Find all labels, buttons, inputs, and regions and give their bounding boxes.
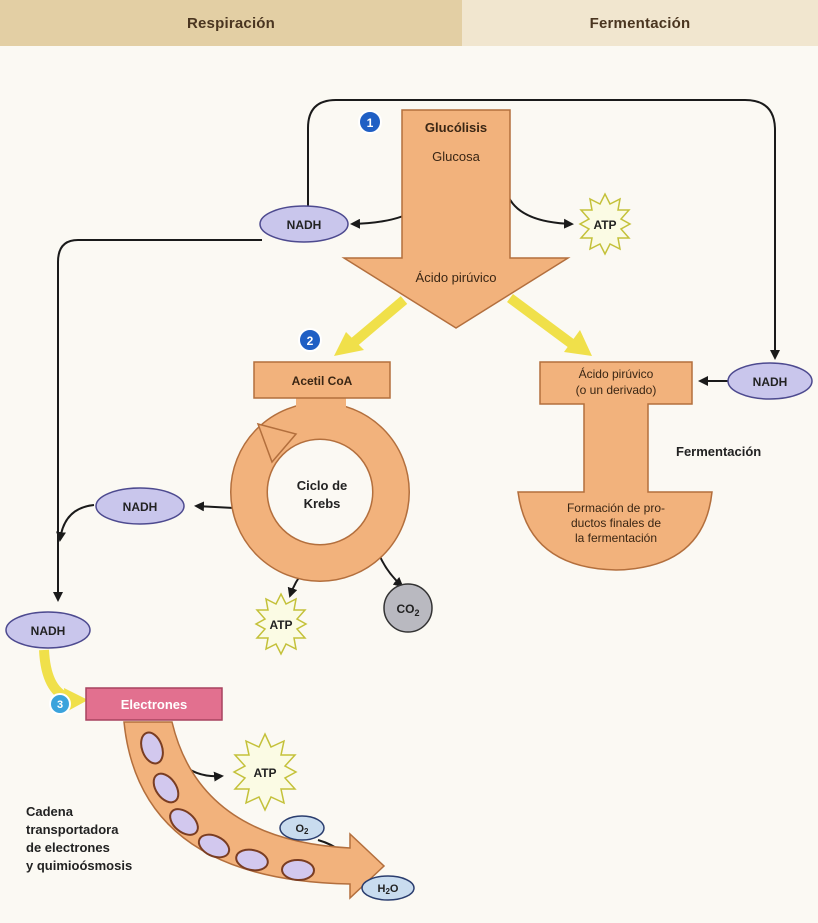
- header-fermentation-label: Fermentación: [589, 14, 691, 32]
- nadh-krebs: [95, 487, 185, 525]
- fermentation-products-line3: la fermentación: [575, 531, 657, 545]
- chain-label-line4: y quimioósmosis: [26, 858, 132, 873]
- o2-base: O: [295, 823, 304, 835]
- krebs-label-line1: Ciclo de: [297, 478, 348, 493]
- carrier-6: [281, 858, 315, 882]
- carrier-1: [140, 731, 164, 765]
- glycolysis-atp-arrow: [504, 184, 574, 229]
- fermentation-products-line2: ductos finales de: [571, 516, 661, 530]
- o2-ellipse: [279, 815, 325, 841]
- acetyl-coa-box: [253, 361, 391, 399]
- co2-label: CO2: [396, 602, 419, 618]
- yellow-arrow-acetyl: [334, 296, 408, 356]
- atp-burst-glycolysis: [578, 192, 632, 256]
- glycolysis-arrow: [341, 109, 571, 329]
- carrier-3: [169, 808, 199, 836]
- glycolysis-product: Ácido pirúvico: [416, 270, 497, 285]
- krebs-nadh-rail-arrow: [56, 504, 95, 542]
- nadh-fermentation-label: NADH: [753, 375, 788, 389]
- nadh-chain: [5, 611, 91, 649]
- yellow-arrow-fermentation: [507, 293, 592, 356]
- co2-base: CO: [396, 602, 414, 616]
- nadh-chain-label: NADH: [31, 624, 66, 638]
- fermentation-label: Fermentación: [676, 444, 761, 459]
- h2o-sub: 2: [385, 887, 390, 896]
- chain-label-line2: transportadora: [26, 822, 119, 837]
- glycolysis-substrate: Glucosa: [432, 149, 480, 164]
- acetyl-coa-label: Acetil CoA: [292, 374, 353, 388]
- krebs-cycle-arrowhead: [256, 422, 298, 464]
- atp-label-krebs: ATP: [269, 618, 292, 632]
- header-respiration-label: Respiración: [186, 14, 276, 32]
- atp-label-glycolysis: ATP: [593, 218, 616, 232]
- acetyl-coa-stem: [296, 396, 346, 430]
- chain-label-line1: Cadena: [26, 804, 74, 819]
- nadh-left-rail-line: [53, 239, 262, 602]
- nadh-glycolysis: [259, 205, 349, 243]
- header-fermentation: Fermentación: [462, 0, 818, 46]
- co2-circle: [383, 583, 433, 633]
- h2o-ellipse: [361, 875, 415, 901]
- o2-label: O2: [295, 823, 309, 836]
- step-1-number: 1: [367, 116, 374, 130]
- header: Respiración Fermentación: [0, 0, 818, 46]
- carrier-5: [235, 848, 269, 872]
- header-respiration: Respiración: [0, 0, 462, 46]
- o2-sub: 2: [304, 827, 309, 836]
- electrons-box: [85, 687, 223, 721]
- step-2-number: 2: [307, 334, 314, 348]
- electron-transport-band: [123, 721, 386, 900]
- krebs-label-line2: Krebs: [304, 496, 341, 511]
- glycolysis-title: Glucólisis: [425, 120, 487, 135]
- nadh-glycolysis-label: NADH: [287, 218, 322, 232]
- krebs-nadh-arrow: [194, 501, 235, 512]
- nadh-krebs-label: NADH: [123, 500, 158, 514]
- h2o-h: H: [378, 883, 386, 895]
- co2-sub: 2: [414, 608, 419, 618]
- h2o-label: H2O: [378, 883, 399, 896]
- fermentation-products-line1: Formación de pro-: [567, 501, 665, 515]
- atp-burst-chain: [232, 732, 298, 812]
- electrons-label: Electrones: [121, 697, 187, 712]
- fermentation-pyruvate-line1: Ácido pirúvico: [579, 366, 654, 381]
- step-3-badge: [49, 693, 71, 715]
- step-2-badge: [298, 328, 322, 352]
- step-1-badge: [358, 110, 382, 134]
- carrier-2: [152, 772, 180, 804]
- fermentation-arrow: [517, 361, 713, 571]
- fermentation-pyruvate-line2: (o un derivado): [576, 383, 657, 397]
- atp-burst-krebs: [254, 592, 308, 656]
- atp-label-chain: ATP: [253, 766, 276, 780]
- step-3-number: 3: [57, 699, 63, 711]
- nadh-fermentation: [727, 362, 813, 400]
- carrier-4: [197, 833, 231, 859]
- nadh-to-fermentation-line: [307, 99, 780, 360]
- h2o-o: O: [390, 883, 399, 895]
- chain-label-line3: de electrones: [26, 840, 110, 855]
